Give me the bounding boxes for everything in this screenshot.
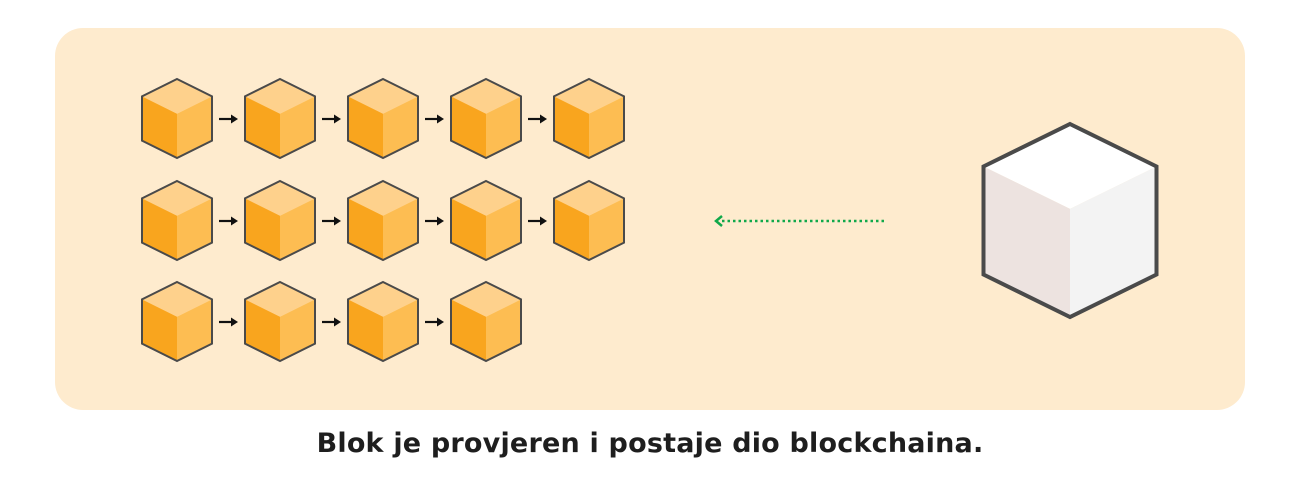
cube-outline (141, 77, 213, 160)
chain-arrow-icon (425, 317, 444, 327)
cube-left-face (451, 96, 486, 158)
cube-left-face (142, 96, 177, 158)
cube-right-face (280, 96, 315, 158)
chain-block-r3-3 (347, 280, 419, 363)
cube-left-face (142, 299, 177, 361)
cube-outline (141, 179, 213, 262)
cube-right-face (486, 96, 521, 158)
chain-arrow-icon (425, 216, 444, 226)
chain-block-r1-1 (141, 77, 213, 160)
cube-left-face (142, 198, 177, 260)
chain-block-r1-3 (347, 77, 419, 160)
cube-outline (450, 179, 522, 262)
cube-right-face (589, 96, 624, 158)
cube-left-face (245, 299, 280, 361)
chain-arrow-icon (528, 114, 547, 124)
cube-outline (347, 179, 419, 262)
cube-left-face (451, 299, 486, 361)
cube-outline (347, 280, 419, 363)
cube-outline (450, 280, 522, 363)
new-block-cube (981, 121, 1159, 320)
chain-block-r2-3 (347, 179, 419, 262)
chain-arrow-icon (322, 114, 341, 124)
cube-left-face (348, 198, 383, 260)
cube-outline (553, 179, 625, 262)
chain-block-r2-1 (141, 179, 213, 262)
chain-block-r1-4 (450, 77, 522, 160)
chain-arrow-icon (219, 317, 238, 327)
cube-left-face (245, 96, 280, 158)
cube-right-face (280, 198, 315, 260)
chain-block-r2-2 (244, 179, 316, 262)
chain-block-r3-2 (244, 280, 316, 363)
cube-outline (450, 77, 522, 160)
chain-block-r1-2 (244, 77, 316, 160)
cube-left-face (983, 166, 1070, 317)
cube-right-face (280, 299, 315, 361)
cube-right-face (486, 299, 521, 361)
cube-left-face (348, 96, 383, 158)
cube-left-face (348, 299, 383, 361)
cube-right-face (383, 198, 418, 260)
cube-left-face (451, 198, 486, 260)
dotted-arrow-left-icon (714, 215, 884, 227)
cube-outline (141, 280, 213, 363)
chain-arrow-icon (425, 114, 444, 124)
cube-outline (244, 179, 316, 262)
cube-outline (553, 77, 625, 160)
chain-arrow-icon (219, 114, 238, 124)
chain-block-r2-5 (553, 179, 625, 262)
chain-block-r2-4 (450, 179, 522, 262)
cube-left-face (245, 198, 280, 260)
chain-block-r1-5 (553, 77, 625, 160)
chain-arrow-icon (322, 317, 341, 327)
cube-right-face (1070, 166, 1157, 317)
caption: Blok je provjeren i postaje dio blockcha… (316, 428, 984, 459)
chain-block-r3-4 (450, 280, 522, 363)
cube-right-face (486, 198, 521, 260)
cube-outline (347, 77, 419, 160)
chain-arrow-icon (528, 216, 547, 226)
chain-arrow-icon (219, 216, 238, 226)
cube-left-face (554, 198, 589, 260)
cube-right-face (383, 299, 418, 361)
chain-block-r3-1 (141, 280, 213, 363)
cube-right-face (177, 299, 212, 361)
chain-arrow-icon (322, 216, 341, 226)
cube-outline (981, 121, 1159, 320)
cube-left-face (554, 96, 589, 158)
cube-outline (244, 77, 316, 160)
cube-right-face (177, 198, 212, 260)
cube-right-face (383, 96, 418, 158)
cube-right-face (589, 198, 624, 260)
cube-outline (244, 280, 316, 363)
cube-right-face (177, 96, 212, 158)
